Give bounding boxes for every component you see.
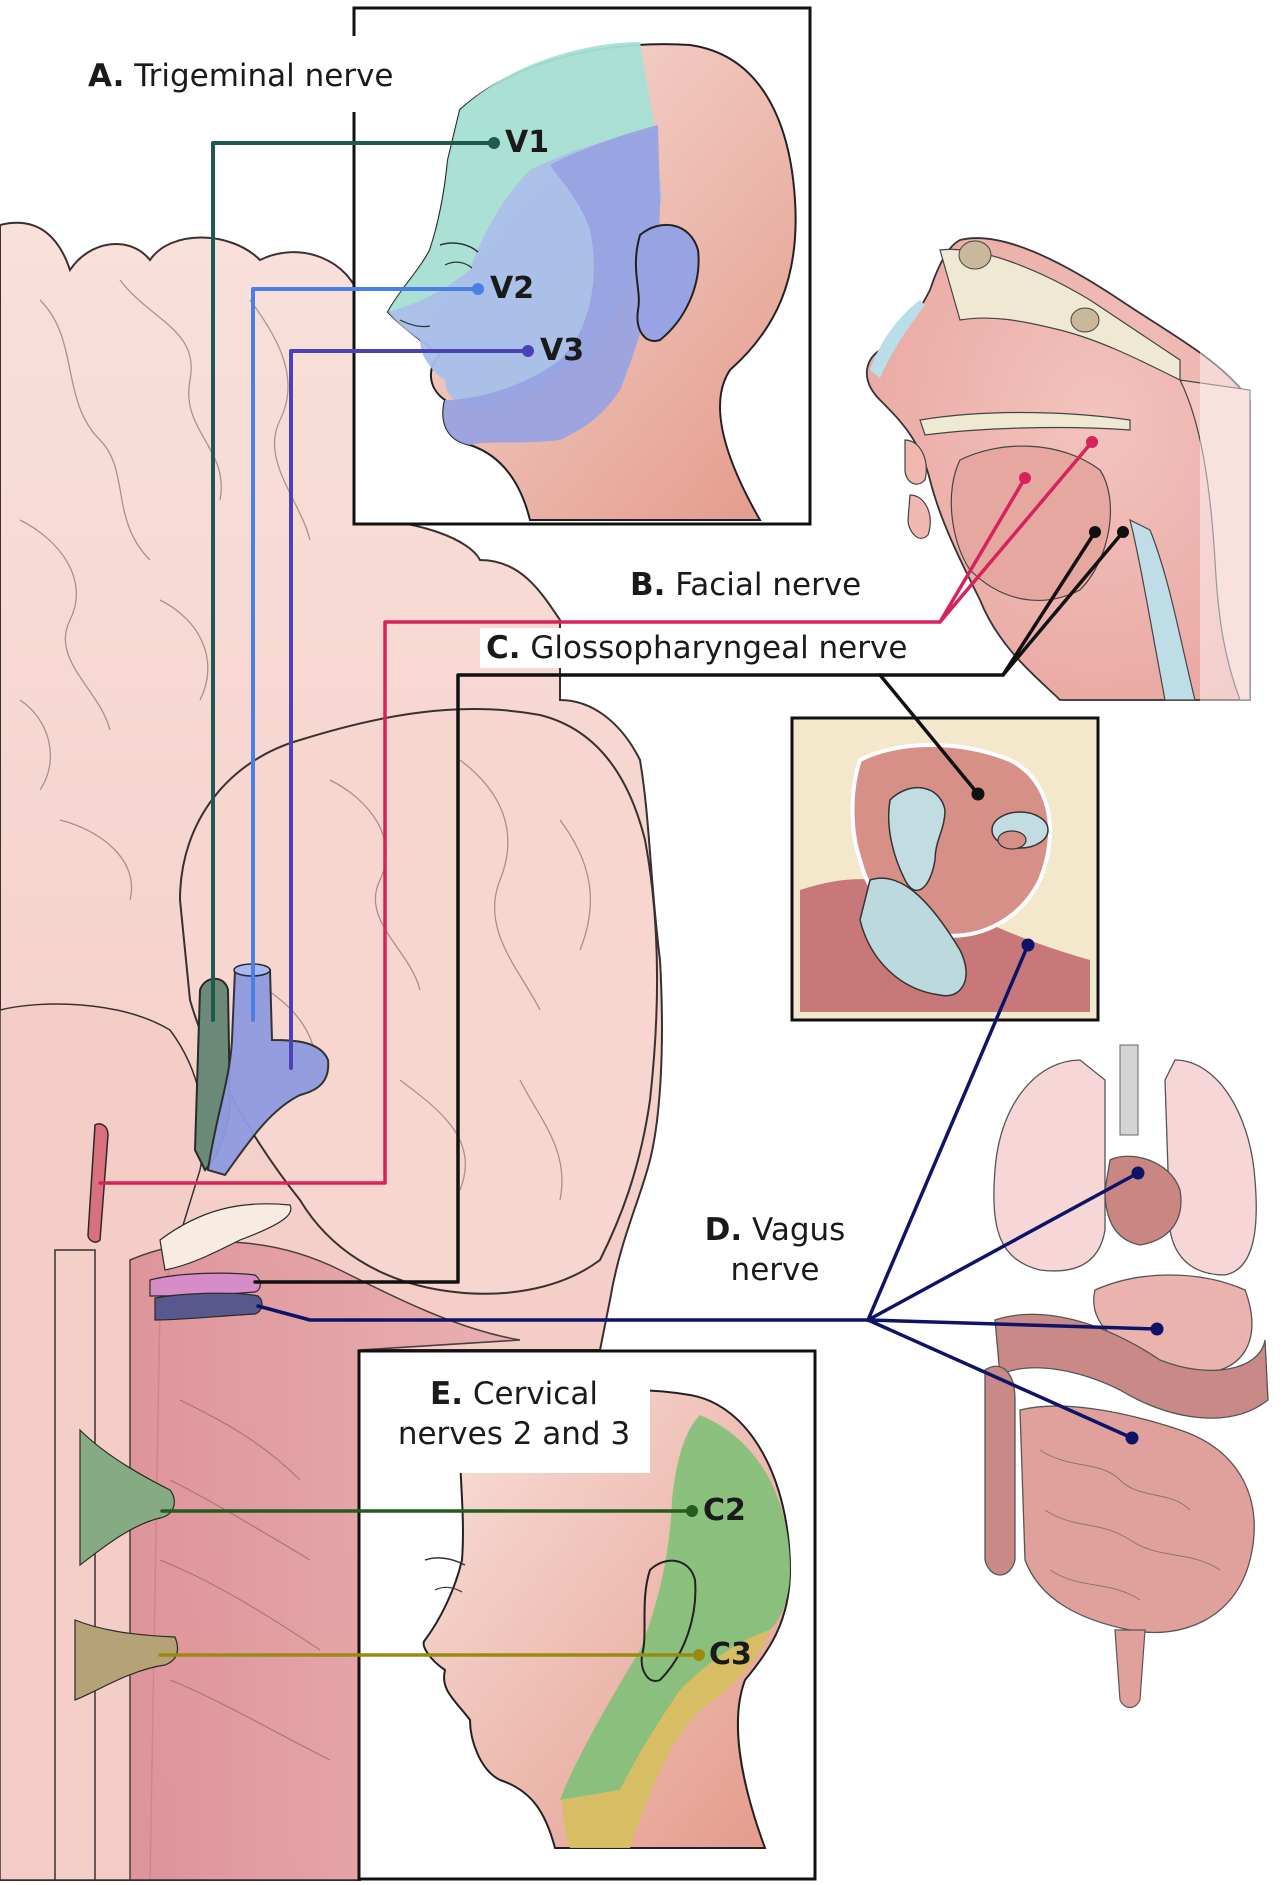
panel-d-title-line1: Vagus — [752, 1212, 846, 1248]
nerve-leader-lines — [98, 137, 1164, 1661]
panel-d-letter: D. — [704, 1212, 743, 1248]
facial-endpoint-dot-1 — [1019, 472, 1031, 484]
panel-e-cervical-box — [357, 1349, 817, 1881]
panel-a-letter: A. — [88, 58, 125, 94]
facial-endpoint-dot-2 — [1086, 436, 1098, 448]
panel-b-letter: B. — [630, 567, 666, 603]
panel-d-title: D. Vagus nerve — [695, 1210, 855, 1290]
v2-endpoint-dot — [472, 283, 484, 295]
panel-a-trigeminal-box — [350, 6, 812, 526]
v2-leader-line — [251, 287, 480, 1022]
c2-nerve-root — [79, 1428, 175, 1567]
facial-nerve-leader-line — [98, 476, 1027, 1185]
panel-a-title-text: Trigeminal nerve — [134, 58, 394, 94]
panel-c-letter: C. — [486, 630, 521, 666]
c2-endpoint-dot — [686, 1505, 698, 1517]
v2-label: V2 — [490, 271, 535, 306]
glossopharyngeal-nerve-root — [149, 1272, 261, 1297]
panel-c-title: C. Glossopharyngeal nerve — [480, 628, 914, 668]
v3-label: V3 — [540, 333, 585, 368]
panel-c-title-text: Glossopharyngeal nerve — [530, 630, 908, 666]
vagus-endpoint-dot-intestine — [1125, 1431, 1139, 1445]
c2-label: C2 — [703, 1493, 746, 1528]
glosso-endpoint-dot-ear — [971, 787, 985, 801]
organs-illustration — [984, 1044, 1269, 1709]
panel-a-title: A. Trigeminal nerve — [88, 56, 394, 96]
panel-e-letter: E. — [430, 1376, 463, 1412]
glosso-endpoint-dot-1 — [1089, 526, 1101, 538]
v1-label: V1 — [505, 125, 550, 160]
vagus-endpoint-dot-heart — [1131, 1166, 1145, 1180]
trigeminal-ganglion — [193, 963, 330, 1177]
panel-e-title: E. Cervical nerves 2 and 3 — [378, 1374, 650, 1454]
oral-cavity-illustration — [865, 230, 1284, 710]
c3-label: C3 — [709, 1637, 752, 1672]
middle-ear-inset-box — [790, 716, 1100, 1022]
panel-d-title-line2: nerve — [730, 1252, 820, 1288]
panel-b-title: B. Facial nerve — [630, 565, 861, 605]
vagus-endpoint-dot-stomach — [1150, 1322, 1164, 1336]
facial-nerve-root — [87, 1123, 109, 1243]
vagus-nerve-leader-line — [256, 1304, 870, 1322]
vagus-endpoint-dot-ear — [1021, 938, 1035, 952]
panel-e-title-line1: Cervical — [472, 1376, 598, 1412]
v1-leader-line — [211, 141, 496, 1022]
v3-leader-line — [289, 349, 530, 1070]
v3-endpoint-dot — [522, 345, 534, 357]
c3-endpoint-dot — [693, 1649, 705, 1661]
glossopharyngeal-leader-line — [253, 530, 1097, 1284]
panel-b-title-text: Facial nerve — [675, 567, 862, 603]
v1-endpoint-dot — [488, 137, 500, 149]
panel-e-title-line2: nerves 2 and 3 — [397, 1416, 631, 1452]
glosso-endpoint-dot-2 — [1117, 526, 1129, 538]
